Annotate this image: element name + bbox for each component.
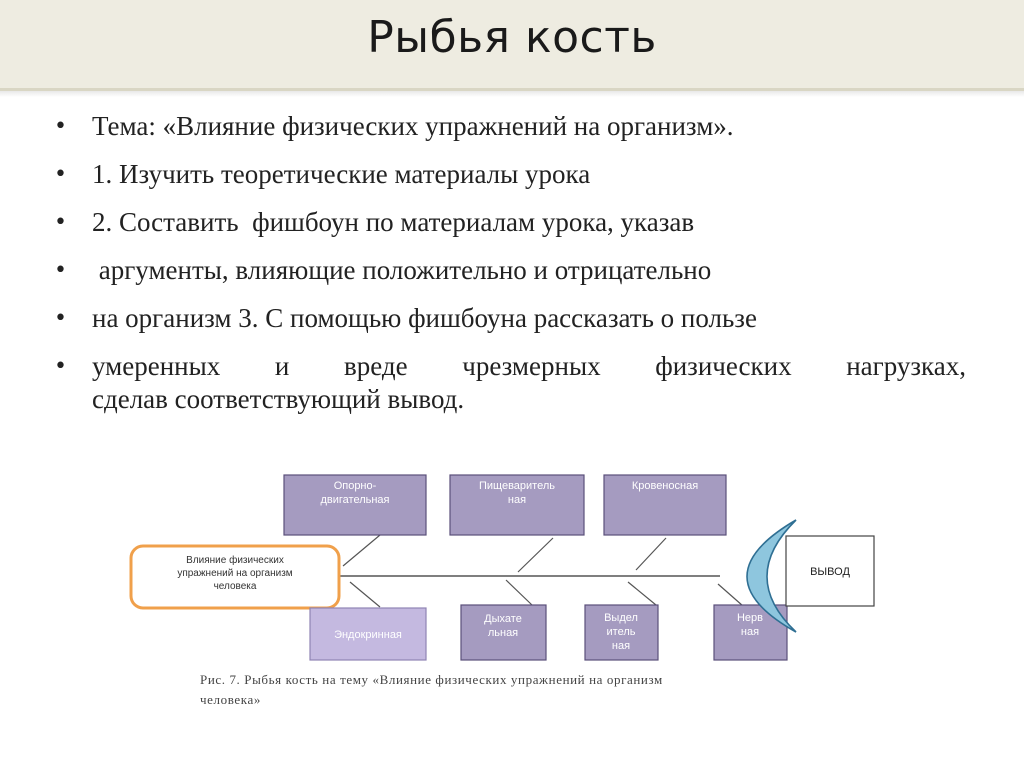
bullet-item: • аргументы, влияющие положительно и отр…: [54, 254, 966, 287]
bottom-box-endocrine: Эндокринная: [309, 607, 427, 661]
box-label: Опорно-: [334, 480, 377, 492]
box-label: льная: [488, 627, 518, 639]
fish-tail-shape: [746, 519, 797, 633]
bullet-list: • Тема: «Влияние физических упражнений на…: [54, 110, 966, 416]
box-label: Эндокринная: [334, 629, 402, 641]
bullet-item: • на организм 3. С помощью фишбоуна расск…: [54, 302, 966, 335]
box-label: Дыхате: [484, 613, 522, 625]
head-box-line: человека: [214, 581, 257, 592]
top-box-circulatory: Кровеносная: [603, 474, 727, 536]
top-box-digestive: Пищеваритель ная: [449, 474, 585, 536]
bone-line: [349, 581, 381, 608]
bone-line: [627, 581, 657, 606]
bullet-text: 1. Изучить теоретические материалы урока: [92, 159, 591, 189]
bullet-marker: •: [54, 306, 67, 331]
title-bar: Рыбья кость: [0, 0, 1024, 91]
box-label: ная: [741, 626, 759, 638]
bullet-marker: •: [54, 354, 67, 379]
box-label: двигательная: [320, 494, 389, 506]
conclusion-box: ВЫВОД: [785, 535, 875, 607]
box-label: ная: [612, 640, 630, 652]
bone-line: [517, 537, 554, 573]
head-box: Влияние физических упражнений на организ…: [129, 544, 341, 610]
bottom-box-respiratory: Дыхате льная: [460, 604, 547, 661]
caption-line: Рис. 7. Рыбья кость на тему «Влияние физ…: [200, 672, 663, 687]
conclusion-label: ВЫВОД: [810, 566, 850, 578]
bullet-item: • 2. Составить фишбоун по материалам урок…: [54, 206, 966, 239]
top-box-musculoskeletal: Опорно- двигательная: [283, 474, 427, 536]
bullet-marker: •: [54, 258, 67, 283]
bullet-marker: •: [54, 114, 67, 139]
bullet-text: аргументы, влияющие положительно и отриц…: [92, 255, 712, 285]
box-label: Пищеваритель: [479, 480, 555, 492]
box-label: Выдел: [604, 612, 638, 624]
title-divider: [0, 91, 1024, 97]
caption-line: человека»: [200, 692, 261, 707]
figure-caption: Рис. 7. Рыбья кость на тему «Влияние физ…: [200, 670, 890, 710]
bullet-item: • умеренных и вреде чрезмерных физических…: [54, 350, 966, 416]
head-box-line: Влияние физических: [186, 554, 284, 566]
head-box-line: упражнений на организм: [177, 568, 292, 579]
bullet-text: 2. Составить фишбоун по материалам урока…: [92, 207, 695, 237]
bullet-item: • 1. Изучить теоретические материалы урок…: [54, 158, 966, 191]
bullet-text: умеренных и вреде чрезмерных физических …: [92, 351, 966, 381]
bullet-marker: •: [54, 210, 67, 235]
box-label: Нерв: [737, 612, 763, 624]
bottom-box-excretory: Выдел итель ная: [584, 604, 659, 661]
bone-line: [342, 534, 381, 567]
bullet-text: Тема: «Влияние физических упражнений на …: [92, 111, 734, 141]
slide-title: Рыбья кость: [367, 12, 657, 63]
bullet-item: • Тема: «Влияние физических упражнений на…: [54, 110, 966, 143]
bullet-text-continued: сделав соответствующий вывод.: [92, 384, 465, 414]
box-label: Кровеносная: [632, 480, 698, 492]
fishbone-diagram: Влияние физических упражнений на организ…: [128, 472, 888, 667]
bullet-marker: •: [54, 162, 67, 187]
box-label: итель: [607, 626, 636, 638]
box-label: ная: [508, 494, 526, 506]
bone-line: [505, 579, 533, 606]
bone-line: [635, 537, 667, 571]
bone-line: [717, 583, 744, 607]
bullet-text: на организм 3. С помощью фишбоуна расска…: [92, 303, 757, 333]
